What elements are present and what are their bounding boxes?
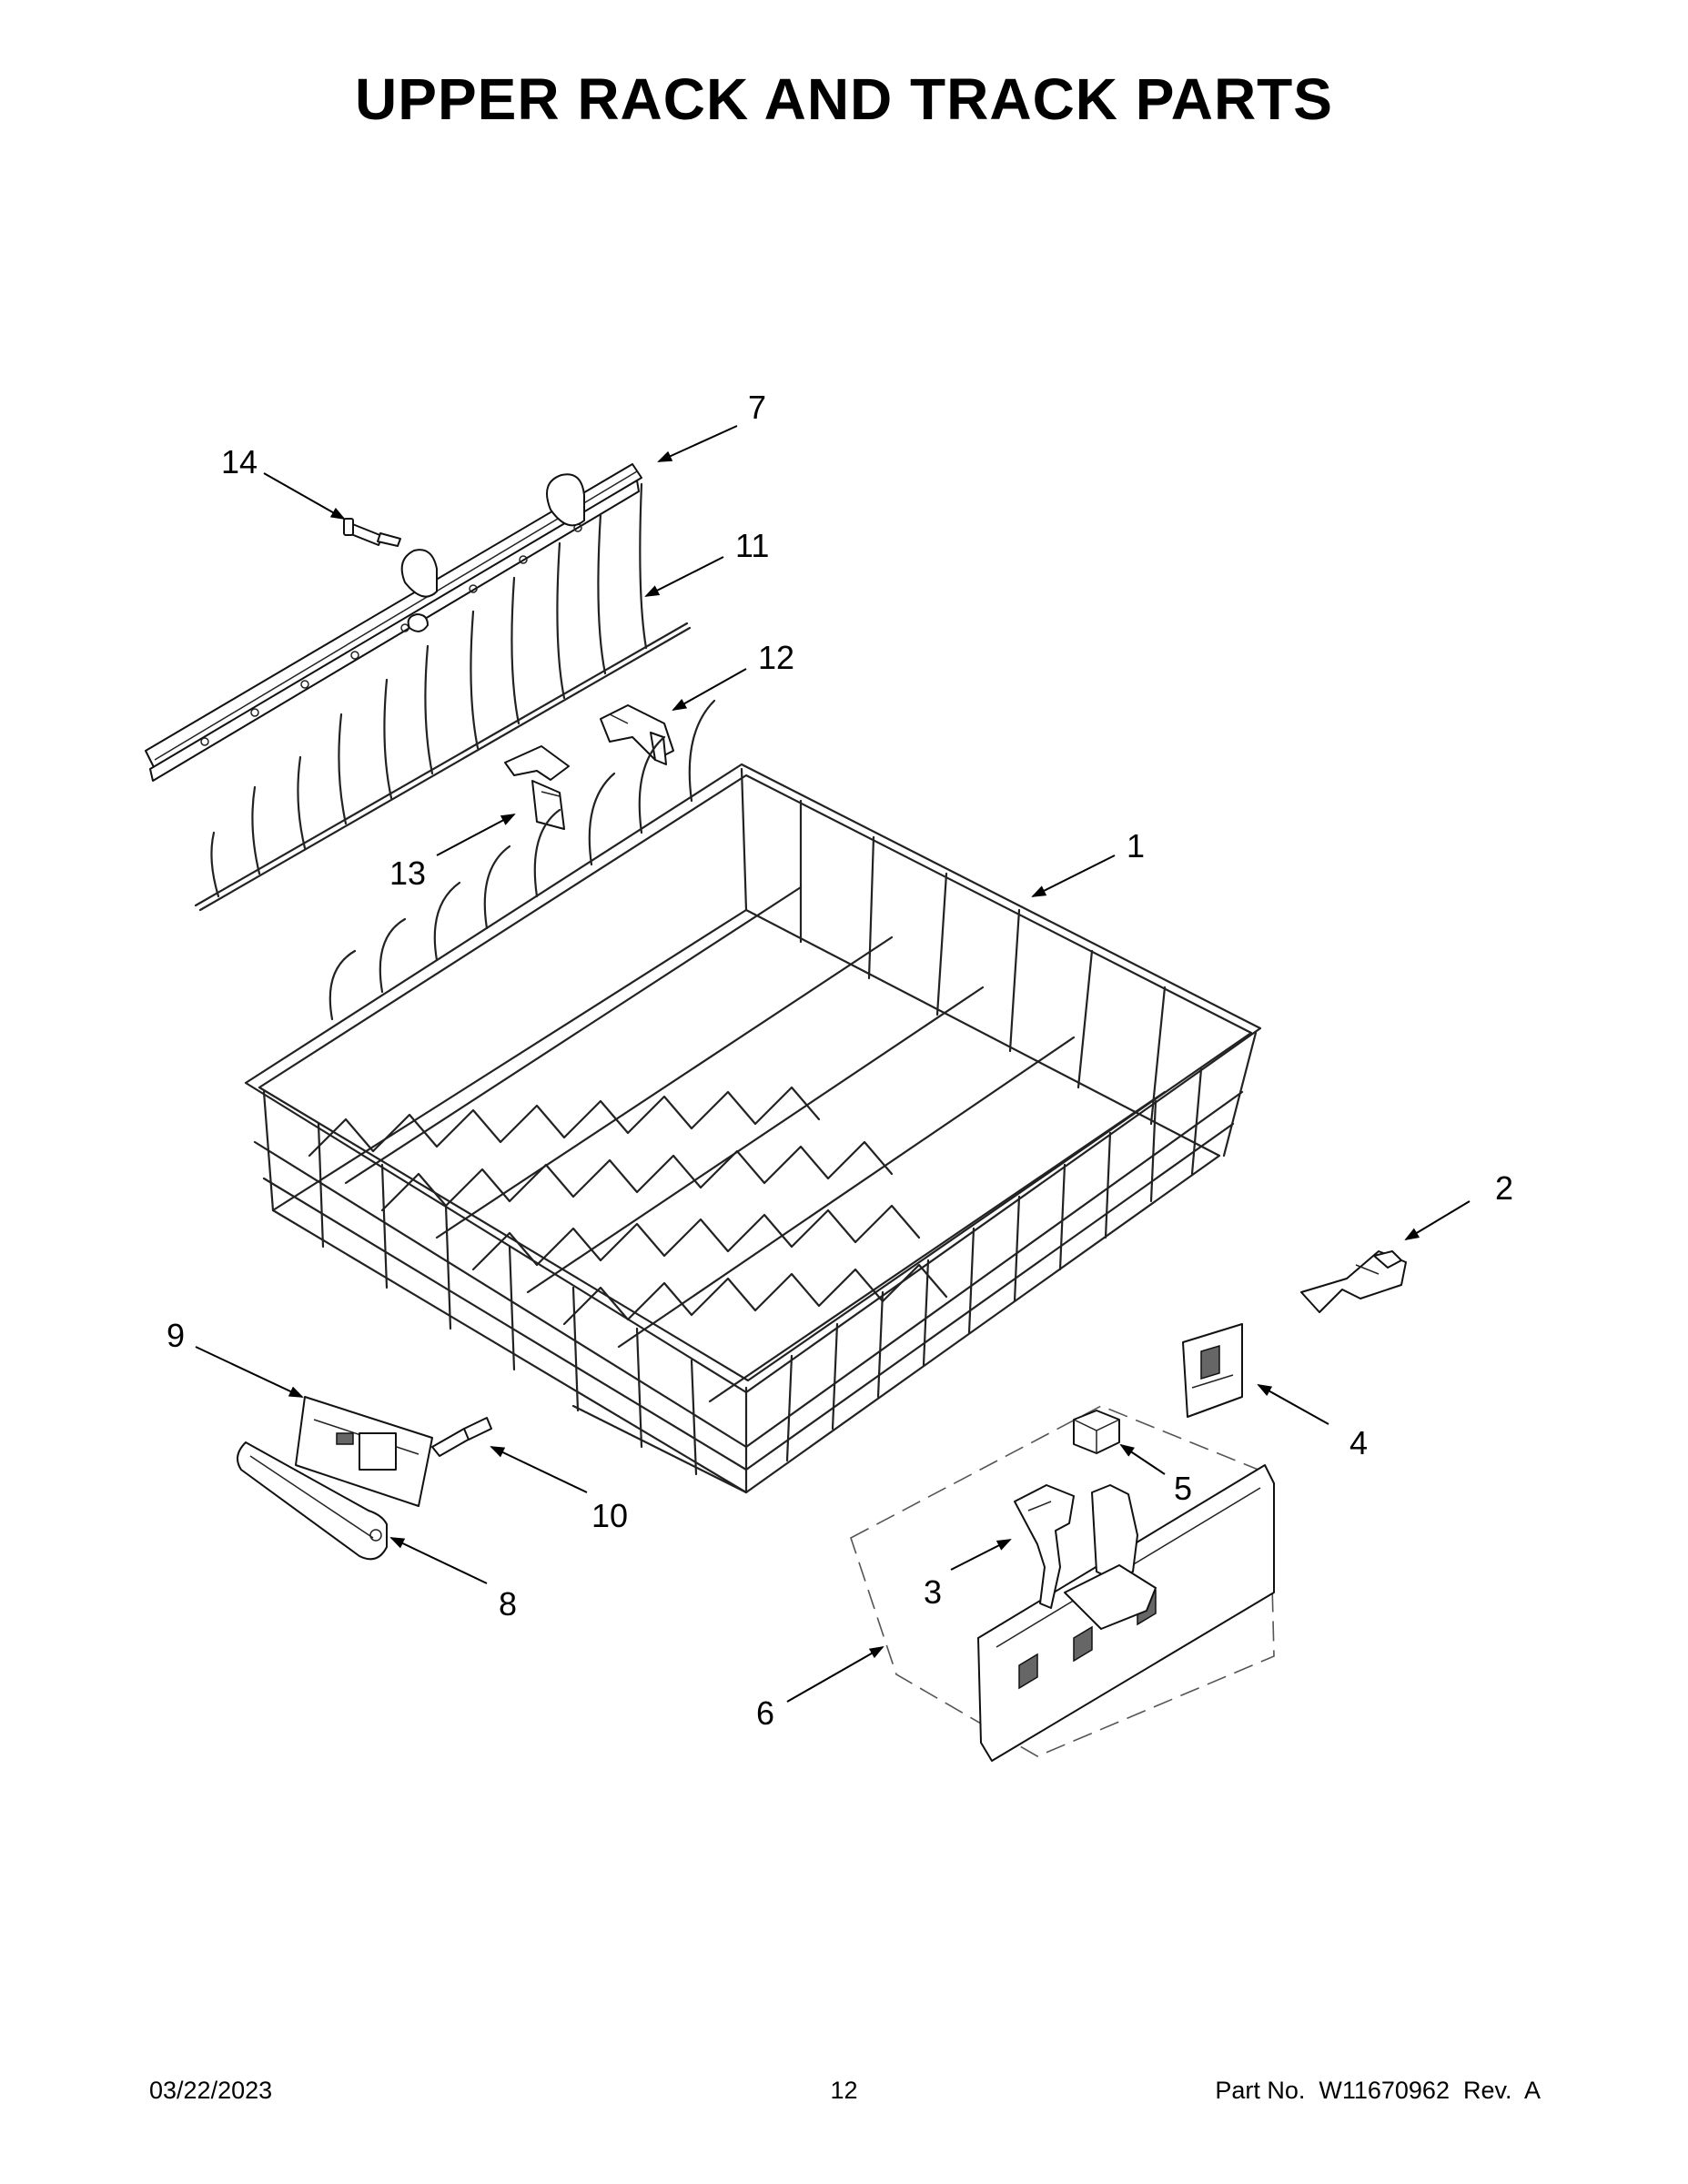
- callout-10: 10: [591, 1497, 628, 1534]
- callout-6: 6: [756, 1694, 774, 1732]
- footer-date: 03/22/2023: [149, 2077, 273, 2104]
- leader-14: [263, 472, 346, 520]
- leader-13: [436, 814, 516, 856]
- callout-labels: 7 14 11 12 13 1 2 4 5 3 6 9 10 8: [167, 389, 1513, 1732]
- leader-7: [657, 425, 738, 462]
- leader-11: [644, 556, 724, 597]
- clip-part-13: [504, 745, 570, 830]
- footer-part-number: Part No. W11670962 Rev. A: [1215, 2077, 1541, 2104]
- callout-13: 13: [389, 854, 426, 892]
- leader-3: [950, 1539, 1012, 1571]
- leader-5: [1119, 1443, 1166, 1475]
- cap-part-5: [1073, 1410, 1120, 1454]
- leader-4: [1257, 1384, 1329, 1425]
- leader-lines: [195, 425, 1471, 1703]
- clip-part-2: [1300, 1250, 1407, 1313]
- tine-row-part-11: [194, 482, 692, 912]
- callout-5: 5: [1174, 1470, 1192, 1507]
- leader-2: [1404, 1200, 1471, 1241]
- page-title: UPPER RACK AND TRACK PARTS: [355, 66, 1333, 132]
- footer-page-number: 12: [830, 2077, 858, 2104]
- latch-part-3: [1014, 1484, 1075, 1609]
- screw-part-10: [431, 1417, 492, 1457]
- leader-6: [786, 1646, 884, 1703]
- leader-1: [1031, 854, 1116, 897]
- leader-10: [490, 1446, 588, 1493]
- leader-12: [672, 668, 747, 711]
- callout-1: 1: [1127, 827, 1145, 864]
- leader-8: [389, 1537, 488, 1584]
- callout-2: 2: [1495, 1169, 1513, 1207]
- track-end-assembly-part-6: [850, 1405, 1275, 1762]
- upper-rack-part-1: [244, 699, 1262, 1494]
- handle-cover-part-8: [237, 1441, 388, 1561]
- callout-9: 9: [167, 1317, 185, 1354]
- clip-part-12: [600, 704, 674, 765]
- callout-3: 3: [924, 1573, 942, 1611]
- callout-12: 12: [758, 639, 794, 676]
- callout-4: 4: [1349, 1424, 1368, 1461]
- stop-bracket-part-4: [1182, 1323, 1243, 1418]
- callout-7: 7: [748, 389, 766, 426]
- callout-11: 11: [735, 527, 769, 564]
- leader-9: [195, 1346, 304, 1398]
- callout-14: 14: [221, 443, 258, 480]
- track-rail-part-7: [145, 463, 642, 782]
- callout-8: 8: [499, 1585, 517, 1623]
- handle-bracket-part-9: [295, 1396, 433, 1507]
- screw-part-14: [343, 518, 401, 547]
